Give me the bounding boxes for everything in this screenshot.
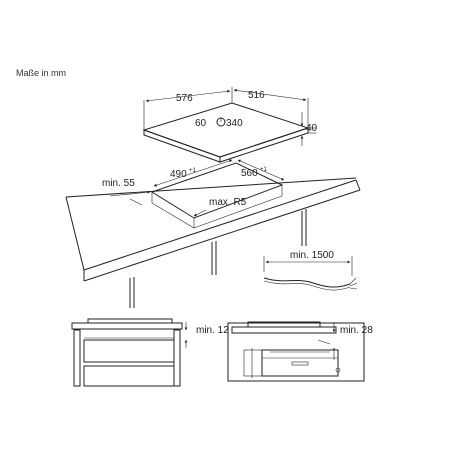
hob-front-edge (143, 129, 221, 163)
hob-section (87, 318, 173, 324)
left-section-drawing (71, 318, 188, 387)
cable-length-label: min. 1500 (290, 250, 334, 261)
hob-depth-label: 516 (248, 90, 265, 101)
right-section-drawing (227, 321, 365, 382)
hob-section (247, 321, 321, 328)
hob-dial-left-label: 60 (195, 118, 207, 129)
drawer (83, 339, 175, 363)
left-clearance-label: min. 12 (196, 325, 229, 336)
side-clearance-label: min. 55 (102, 178, 135, 189)
corner-radius-label: max. R5 (209, 197, 247, 208)
worktop-drawing (65, 159, 361, 308)
hob-top-surface (142, 102, 310, 158)
power-cable (263, 277, 351, 288)
width-dimension-line (145, 89, 231, 103)
oven (261, 349, 339, 377)
worktop-section (231, 326, 337, 334)
cutout-depth-line (237, 159, 285, 181)
units-caption: Maße in mm (16, 68, 67, 78)
drawer (83, 365, 175, 387)
worktop-back-edge (83, 179, 357, 271)
section-frame (227, 322, 365, 382)
right-clearance-label: min. 28 (340, 325, 373, 336)
hob-side-edge (219, 127, 309, 163)
hob-width-label: 576 (176, 93, 193, 104)
cutout-depth-tolerance: +1 (260, 167, 268, 173)
depth-dimension-line (233, 88, 307, 102)
side-clearance-line (109, 190, 151, 197)
cutout-depth-label: 560 (241, 168, 258, 179)
worktop-section (71, 322, 183, 330)
hob-dial-right-label: 340 (226, 118, 243, 129)
worktop-front-edge (83, 189, 361, 282)
cutout-width-tolerance: +1 (189, 168, 197, 174)
hob-height-label: 40 (306, 123, 318, 134)
cutout-width-label: 490 (170, 169, 187, 180)
cutout-width-line (153, 159, 233, 187)
cable-drawing (263, 256, 358, 291)
